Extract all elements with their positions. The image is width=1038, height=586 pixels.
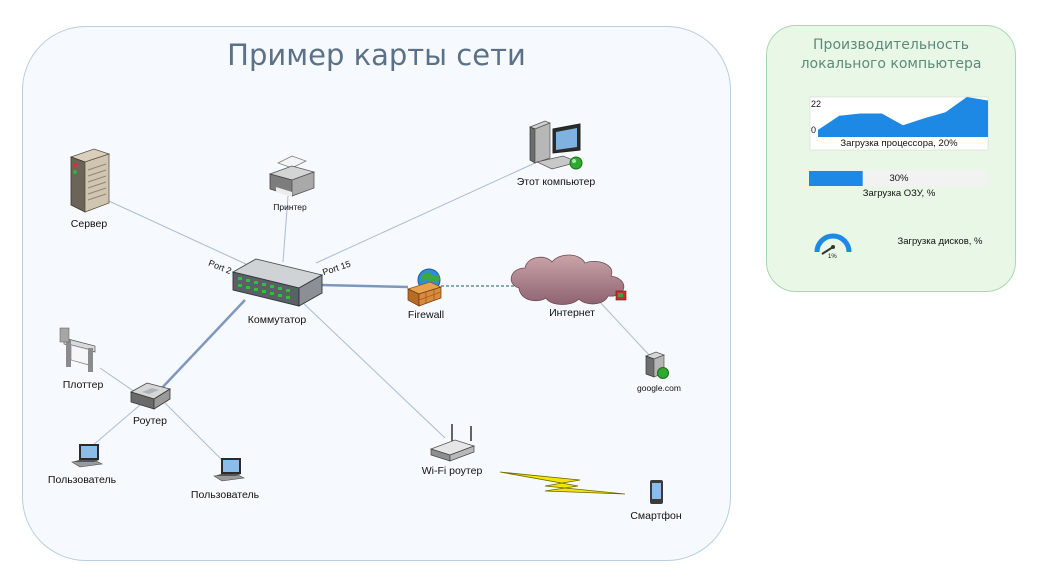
performance-title: Производительность локального компьютера [766, 36, 1016, 74]
link-internet-google [597, 299, 651, 357]
label-internet: Интернет [549, 307, 595, 319]
label-switch: Коммутатор [247, 314, 307, 326]
wireless-lightning-icon [499, 471, 626, 495]
router-icon[interactable] [129, 382, 171, 410]
link-computer-switch [315, 162, 536, 264]
disk-caption: Загрузка дисков, % [897, 236, 983, 247]
link-switch-firewall [319, 283, 409, 289]
internet-cloud-icon[interactable] [510, 254, 627, 305]
map-title: Пример карты сети [227, 38, 526, 72]
label-printer: Принтер [273, 202, 307, 212]
google-server-icon[interactable] [645, 351, 669, 379]
wifi-router-icon[interactable] [429, 424, 476, 462]
performance-title-line1: Производительность [813, 37, 969, 53]
link-router-user2 [164, 402, 225, 463]
label-firewall: Firewall [407, 309, 445, 321]
link-switch-wifi [299, 299, 446, 439]
label-wifi-router: Wi-Fi роутер [421, 465, 483, 477]
link-server-switch [97, 195, 249, 266]
label-router: Роутер [133, 415, 167, 427]
performance-panel [766, 25, 1016, 292]
link-switch-router [159, 299, 246, 391]
connections [91, 162, 651, 463]
label-user2: Пользователь [190, 489, 260, 501]
label-smartphone: Смартфон [630, 510, 682, 522]
label-user1: Пользователь [47, 474, 117, 486]
cpu-caption: Загрузка процессора, 20% [840, 138, 958, 149]
label-server: Сервер [70, 218, 108, 230]
plotter-icon[interactable] [59, 327, 96, 372]
smartphone-icon[interactable] [650, 480, 663, 504]
link-router-user1 [91, 404, 141, 447]
laptop-icon-user1[interactable] [71, 444, 104, 468]
computer-icon[interactable] [529, 120, 583, 170]
link-router-plotter [99, 367, 136, 393]
label-this-computer: Этот компьютер [516, 176, 596, 188]
label-plotter: Плоттер [62, 379, 104, 391]
laptop-icon-user2[interactable] [213, 458, 246, 482]
switch-icon[interactable] [231, 258, 324, 307]
label-google: google.com [637, 383, 681, 393]
printer-icon[interactable] [268, 155, 316, 197]
ram-caption: Загрузка ОЗУ, % [862, 188, 936, 199]
ram-percent-label: 30% [889, 173, 909, 184]
server-icon[interactable] [69, 148, 111, 213]
firewall-icon[interactable] [407, 268, 442, 307]
performance-title-line2: локального компьютера [800, 56, 982, 72]
link-printer-switch [282, 195, 289, 263]
